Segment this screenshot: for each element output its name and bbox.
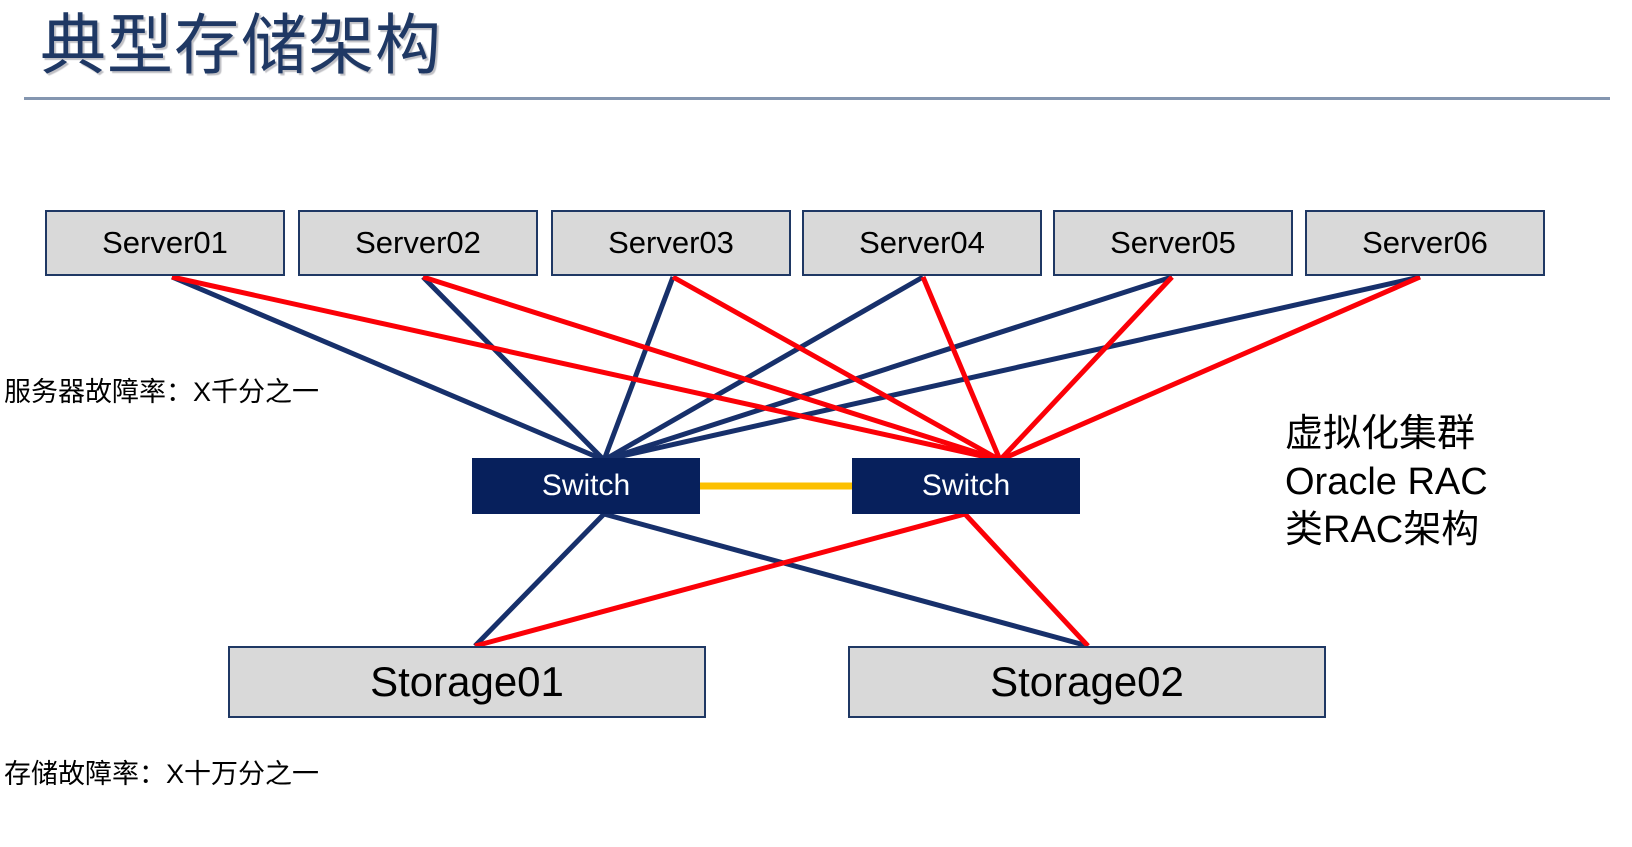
- server-node-4[interactable]: Server04: [802, 210, 1042, 276]
- server-node-2[interactable]: Server02: [298, 210, 538, 276]
- cluster-note: 虚拟化集群 Oracle RAC 类RAC架构: [1285, 410, 1488, 554]
- page-title: 典型存储架构: [40, 8, 442, 82]
- link-server5-switch2: [998, 275, 1174, 462]
- storage-node-1[interactable]: Storage01: [228, 646, 706, 718]
- server-node-6[interactable]: Server06: [1305, 210, 1545, 276]
- server-node-label: Server06: [1362, 225, 1488, 260]
- title-divider: [24, 97, 1610, 100]
- server-node-label: Server05: [1110, 225, 1236, 260]
- server-failure-rate-note: 服务器故障率：X千分之一: [4, 377, 320, 407]
- server-node-label: Server02: [355, 225, 481, 260]
- storage-node-label: Storage01: [370, 658, 564, 705]
- link-server2-switch2: [422, 274, 1001, 463]
- switch-node-2[interactable]: Switch: [852, 458, 1080, 514]
- link-server4-switch2: [920, 276, 1003, 461]
- link-server5-switch1: [603, 274, 1173, 463]
- link-server6-switch2: [999, 274, 1421, 463]
- link-server6-switch1: [603, 274, 1421, 463]
- link-server3-switch1: [601, 276, 676, 461]
- link-server1-switch1: [171, 274, 605, 463]
- switch-node-label: Switch: [921, 469, 1011, 502]
- server-node-label: Server03: [608, 225, 734, 260]
- link-switch2-storage1: [474, 511, 966, 649]
- link-switch1-storage2: [603, 511, 1089, 649]
- server-node-3[interactable]: Server03: [551, 210, 791, 276]
- server-node-1[interactable]: Server01: [45, 210, 285, 276]
- storage-node-2[interactable]: Storage02: [848, 646, 1326, 718]
- link-server2-switch1: [421, 275, 606, 462]
- primary-links: [171, 274, 1421, 649]
- server-node-label: Server04: [859, 225, 985, 260]
- link-server4-switch1: [602, 274, 925, 463]
- link-switch1-storage1: [473, 512, 606, 648]
- storage-failure-rate-note: 存储故障率：X十万分之一: [4, 759, 320, 789]
- link-server3-switch2: [671, 274, 1002, 463]
- link-server1-switch2: [171, 274, 1001, 463]
- storage-node-label: Storage02: [990, 658, 1184, 705]
- secondary-links: [171, 274, 1421, 649]
- server-node-5[interactable]: Server05: [1053, 210, 1293, 276]
- link-switch2-storage2: [963, 512, 1090, 648]
- switch-node-1[interactable]: Switch: [472, 458, 700, 514]
- cluster-note-line-3: 类RAC架构: [1285, 509, 1480, 551]
- server-node-label: Server01: [102, 225, 228, 260]
- switch-node-label: Switch: [541, 469, 631, 502]
- cluster-note-line-1: 虚拟化集群: [1285, 413, 1476, 455]
- cluster-note-line-2: Oracle RAC: [1285, 461, 1488, 503]
